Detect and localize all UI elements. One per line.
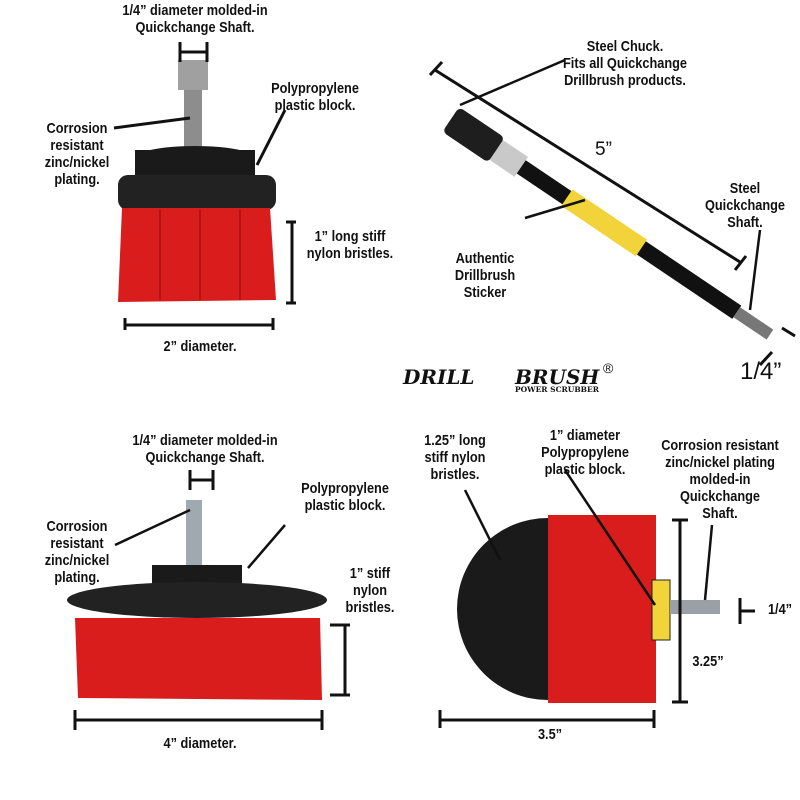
plating-label-round: Corrosion resistant zinc/nickel plating …: [661, 437, 779, 522]
block-label-round: 1” diameter Polypropylene plastic block.: [541, 427, 629, 478]
logo-tagline: POWER SCRUBBER: [515, 385, 599, 394]
callout-lines: [114, 58, 762, 606]
bristles-label-round: 1.25” long stiff nylon bristles.: [424, 432, 486, 483]
brush-4in: [67, 500, 327, 700]
block-label-4in: Polypropylene plastic block.: [301, 480, 389, 514]
dimension-lines: [73, 42, 796, 730]
logo-word-brush: BRUSH: [515, 365, 600, 389]
brush-round: [457, 515, 720, 703]
logo-word-drill: DRILL: [403, 365, 475, 389]
diameter-label-4in: 4” diameter.: [163, 735, 237, 752]
shaft-label-4in: 1/4” diameter molded-in Quickchange Shaf…: [132, 432, 278, 466]
plating-label-4in: Corrosion resistant zinc/nickel plating.: [44, 518, 110, 586]
bristles-label-2in: 1” long stiff nylon bristles.: [306, 228, 394, 262]
length-label: 5”: [595, 139, 612, 160]
sticker-label: Authentic Drillbrush Sticker: [454, 250, 516, 301]
steel-shaft-label: Steel Quickchange Shaft.: [704, 180, 786, 231]
shaft-label-2in: 1/4” diameter molded-in Quickchange Shaf…: [122, 2, 268, 36]
diameter-label-2in: 2” diameter.: [163, 338, 237, 352]
shaft-width-label-round: 1/4”: [767, 601, 793, 618]
drillbrush-logo: DRILL BRUSH POWER SCRUBBER ®: [403, 360, 623, 400]
chuck-label: Steel Chuck. Fits all Quickchange Drillb…: [562, 38, 687, 89]
shaft-width-label: 1/4”: [740, 358, 782, 385]
height-label-round: 3.25”: [692, 653, 724, 670]
extension-shaft: [444, 108, 774, 340]
block-label-2in: Polypropylene plastic block.: [271, 80, 359, 114]
width-label-round: 3.5”: [537, 726, 563, 743]
plating-label-2in: Corrosion resistant zinc/nickel plating.: [44, 120, 110, 188]
brush-2in: [118, 60, 276, 302]
bristles-label-4in: 1” stiff nylon bristles.: [345, 565, 395, 616]
registered-mark: ®: [603, 360, 614, 376]
